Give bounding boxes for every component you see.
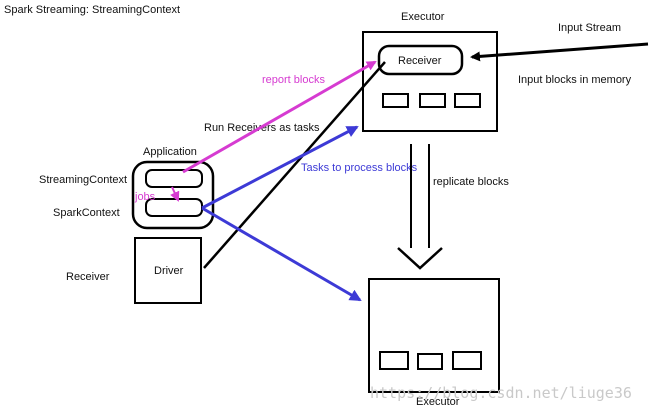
jobs-label: jobs bbox=[134, 191, 156, 203]
run-receivers-line bbox=[203, 61, 386, 269]
receiver-left-label: Receiver bbox=[66, 271, 110, 283]
input-stream-label: Input Stream bbox=[558, 22, 621, 34]
input-blocks-label: Input blocks in memory bbox=[518, 74, 632, 86]
streaming-context-label: StreamingContext bbox=[39, 174, 127, 186]
executor-top-box bbox=[362, 31, 498, 132]
application-label: Application bbox=[143, 146, 197, 158]
replicate-blocks-label: replicate blocks bbox=[433, 176, 509, 188]
block-bottom-2 bbox=[417, 353, 443, 370]
executor-top-label: Executor bbox=[401, 11, 445, 23]
report-blocks-label: report blocks bbox=[262, 74, 325, 86]
receiver-box bbox=[377, 44, 464, 76]
executor-bottom-box bbox=[368, 278, 500, 393]
tasks-to-process-label: Tasks to process blocks bbox=[301, 162, 418, 174]
block-bottom-1 bbox=[379, 351, 409, 370]
block-top-1 bbox=[382, 93, 409, 108]
driver-label: Driver bbox=[154, 265, 184, 277]
application-box bbox=[131, 160, 215, 230]
input-stream-arrow bbox=[470, 42, 649, 62]
block-bottom-3 bbox=[452, 351, 482, 370]
tasks-to-executor-bottom-arrow bbox=[201, 206, 362, 302]
receiver-box-label: Receiver bbox=[398, 55, 442, 67]
tasks-to-executor-top-arrow bbox=[201, 125, 359, 210]
executor-bottom-label: Executor bbox=[416, 396, 460, 408]
block-top-3 bbox=[454, 93, 481, 108]
watermark-text: https://blog.csdn.net/liuge36 bbox=[370, 384, 632, 402]
diagram-title: Spark Streaming: StreamingContext bbox=[4, 4, 180, 16]
block-top-2 bbox=[419, 93, 446, 108]
streaming-context-box bbox=[145, 169, 203, 188]
jobs-arrow bbox=[170, 186, 180, 202]
replicate-arrowhead bbox=[397, 247, 443, 270]
report-blocks-arrow bbox=[182, 60, 377, 174]
driver-box bbox=[134, 237, 202, 304]
spark-context-label: SparkContext bbox=[53, 207, 120, 219]
